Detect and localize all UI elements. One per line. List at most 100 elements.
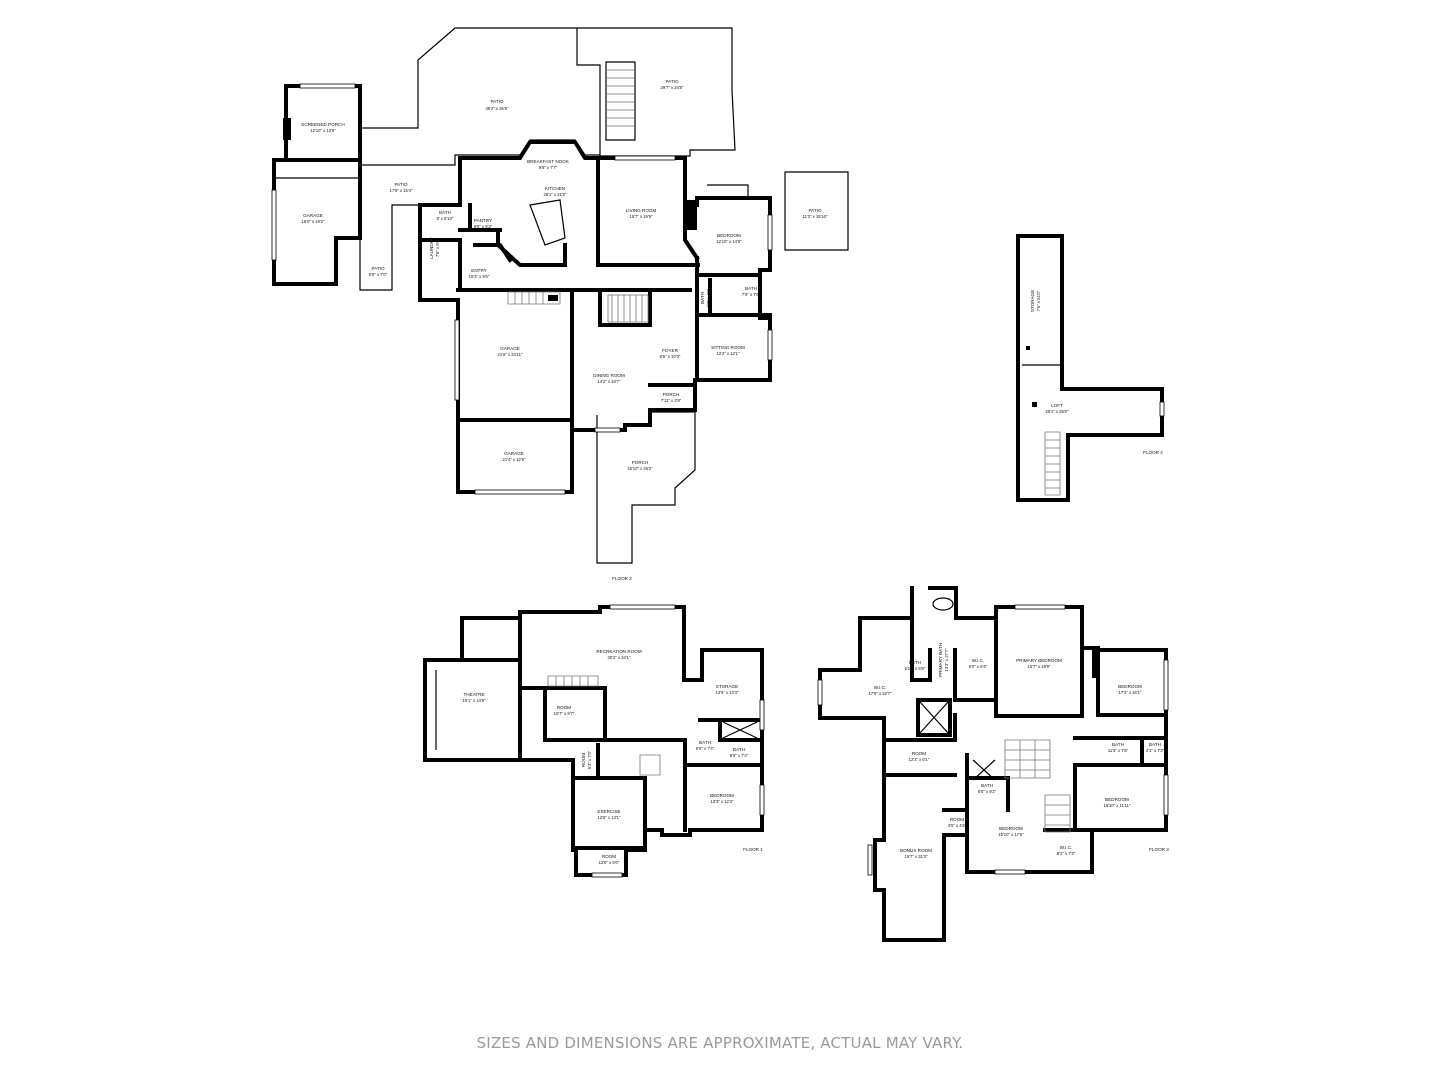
svg-text:45'2" x 25'8": 45'2" x 25'8" [486,106,509,111]
svg-text:ROOM: ROOM [950,817,964,822]
svg-text:7'11" x 3'9": 7'11" x 3'9" [661,398,682,403]
svg-text:9'9" x 7'7": 9'9" x 7'7" [539,165,558,170]
svg-text:15'10" x 17'5": 15'10" x 17'5" [998,832,1024,837]
svg-text:16'0" x 19'2": 16'0" x 19'2" [302,219,325,224]
svg-text:7'9" x 7'6": 7'9" x 7'6" [742,292,761,297]
disclaimer-text: SIZES AND DIMENSIONS ARE APPROXIMATE, AC… [477,1034,964,1052]
svg-text:PATIO: PATIO [490,99,504,104]
svg-text:8' x 5'10": 8' x 5'10" [437,216,454,221]
svg-text:BATH: BATH [699,740,711,745]
svg-text:GARAGE: GARAGE [504,451,524,456]
svg-text:LAUNDRY: LAUNDRY [429,237,434,259]
svg-text:17'2" x 16'1": 17'2" x 16'1" [1119,690,1142,695]
svg-text:PRIMARY BATH: PRIMARY BATH [938,643,943,677]
svg-text:DINING ROOM: DINING ROOM [593,373,625,378]
room-label-wic: W.I.C.17'9" x 22'7" [869,685,892,696]
svg-text:12'6" x 13'1": 12'6" x 13'1" [598,815,621,820]
svg-text:ROOM: ROOM [581,753,586,767]
svg-text:4'1" x 7'3": 4'1" x 7'3" [1146,748,1165,753]
svg-text:7'6" x 24'0": 7'6" x 24'0" [1036,290,1041,311]
svg-text:PATIO: PATIO [371,266,385,271]
svg-text:RECREATION ROOM: RECREATION ROOM [596,649,642,654]
svg-text:30'2" x 24'1": 30'2" x 24'1" [608,655,631,660]
svg-text:13'9" x 13'3": 13'9" x 13'3" [716,690,739,695]
svg-text:5'2" x 7'0": 5'2" x 7'0" [587,750,592,769]
floor-label: FLOOR 4 [1143,450,1163,455]
floor-4-plan [1016,234,1165,502]
svg-text:5'2" x 4'0": 5'2" x 4'0" [706,288,711,307]
svg-text:12'2" x 12'1": 12'2" x 12'1" [717,351,740,356]
svg-text:7'6" x 6'0": 7'6" x 6'0" [435,238,440,257]
svg-text:12'10" x 13'8": 12'10" x 13'8" [310,128,336,133]
svg-text:SCREENED PORCH: SCREENED PORCH [301,122,344,127]
svg-text:13'3" x 12'3": 13'3" x 12'3" [711,799,734,804]
svg-text:BATH: BATH [1112,742,1124,747]
svg-text:KITCHEN: KITCHEN [545,186,565,191]
svg-text:13'3" x 27'7": 13'3" x 27'7" [944,648,949,671]
floor-label: FLOOR 2 [612,576,632,581]
svg-text:6'5" x 7'4": 6'5" x 7'4" [696,746,715,751]
svg-text:8'6" x 7'4": 8'6" x 7'4" [730,753,749,758]
svg-text:PANTRY: PANTRY [474,218,492,223]
svg-text:17'9" x 22'7": 17'9" x 22'7" [869,691,892,696]
room-label-wic: W.I.C.6'0" x 6'4" [969,658,988,669]
svg-text:ENTRY: ENTRY [471,268,487,273]
svg-text:21'4" x 12'5": 21'4" x 12'5" [503,457,526,462]
svg-text:15'7" x 9'7": 15'7" x 9'7" [554,711,575,716]
svg-text:BATH: BATH [745,286,757,291]
svg-text:GARAGE: GARAGE [500,346,520,351]
svg-text:5'10" x 6'8": 5'10" x 6'8" [905,666,926,671]
svg-text:BATH: BATH [700,292,705,304]
svg-text:PATIO: PATIO [665,79,679,84]
floor-label: FLOOR 3 [1149,847,1169,852]
svg-text:EXERCISE: EXERCISE [597,809,620,814]
svg-text:PORCH: PORCH [632,460,649,465]
svg-text:15'7" x 19'9": 15'7" x 19'9" [1028,664,1051,669]
svg-text:11'3" x 7'5": 11'3" x 7'5" [1108,748,1129,753]
svg-text:12'3" x 6'1": 12'3" x 6'1" [909,757,930,762]
svg-text:PORCH: PORCH [663,392,680,397]
svg-text:BATH: BATH [981,783,993,788]
svg-text:BEDROOM: BEDROOM [710,793,734,798]
svg-text:4'5" x 4'5": 4'5" x 4'5" [948,823,967,828]
svg-text:BEDROOM: BEDROOM [999,826,1023,831]
svg-text:STORAGE: STORAGE [1030,290,1035,312]
svg-text:GARAGE: GARAGE [303,213,323,218]
room-label-wic: W.I.C.8'2" x 7'3" [1057,845,1076,856]
svg-text:8'2" x 7'3": 8'2" x 7'3" [1057,851,1076,856]
svg-text:6'5" x 5'2": 6'5" x 5'2" [474,224,493,229]
svg-text:6'0" x 6'4": 6'0" x 6'4" [969,664,988,669]
svg-text:29'7" x 24'8": 29'7" x 24'8" [661,85,684,90]
svg-text:BREAKFAST NOOK: BREAKFAST NOOK [527,159,570,164]
svg-text:PRIMARY BEDROOM: PRIMARY BEDROOM [1016,658,1062,663]
svg-text:16'10" x 11'11": 16'10" x 11'11" [1103,803,1131,808]
